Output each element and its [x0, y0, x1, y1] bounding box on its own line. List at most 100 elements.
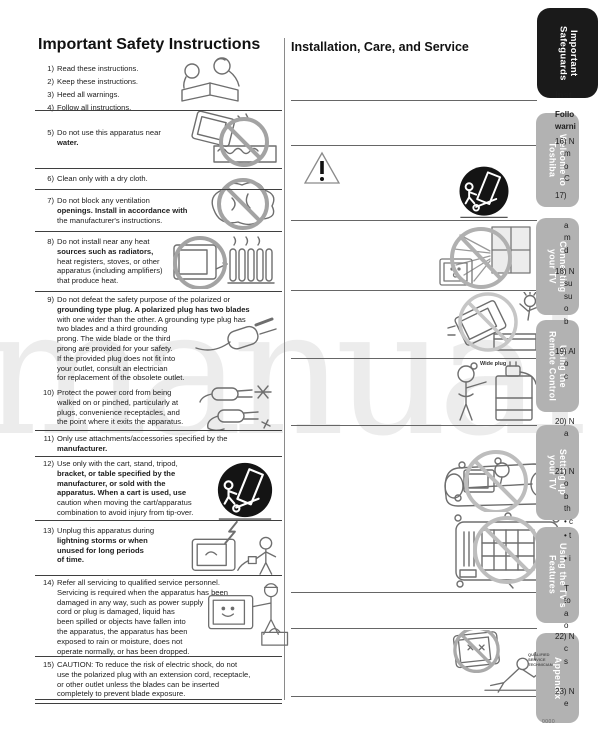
item-number: 10): [43, 388, 54, 397]
safety-item: 15)CAUTION: To reduce the risk of electr…: [38, 660, 250, 699]
safety-item: 4)Follow all instructions.: [38, 103, 131, 113]
no-heat-sources-illustration: [170, 233, 280, 289]
polarized-plug-illustration: [192, 312, 280, 358]
safety-item: 3)Heed all warnings.: [38, 90, 119, 100]
tab-label: Welcome to: [558, 133, 568, 187]
reading-instructions-illustration: [162, 56, 262, 108]
section-divider: [291, 425, 537, 426]
section-divider: [291, 592, 537, 593]
lightning-storm-illustration: [182, 520, 282, 578]
tv-falling-illustration: [438, 292, 542, 354]
section-divider: [291, 145, 537, 146]
item-number: 14): [43, 578, 54, 587]
cutoff-fragment: • t: [564, 531, 572, 540]
page-title-right: Installation, Care, and Service: [291, 40, 469, 54]
warning-triangle-icon: [302, 150, 342, 186]
cutoff-fragment: Inst: [555, 90, 572, 101]
tab-label: Setting up: [558, 449, 568, 496]
section-divider: [291, 628, 537, 629]
watermark: manual: [0, 272, 588, 475]
tab-label: Using the: [558, 344, 568, 388]
no-tv-in-sofa-illustration: [436, 440, 556, 512]
page-title-left: Important Safety Instructions: [38, 36, 261, 53]
tab-label: Connecting: [558, 240, 568, 293]
safety-item: 1)Read these instructions.: [38, 64, 138, 74]
cart-tipover-warning-icon: [456, 164, 512, 220]
tab-label: Features: [547, 555, 558, 595]
qualified-service-technician-caption: QUALIFIED SERVICE TECHNICIAN: [528, 652, 553, 667]
cutoff-fragment: 17): [555, 191, 567, 200]
section-divider: [35, 456, 282, 457]
tab-appendix: Appendix: [536, 633, 579, 723]
tab-label: Remote Control: [547, 330, 558, 402]
item-number: 6): [47, 174, 54, 183]
safety-item: 9)Do not defeat the safety purpose of th…: [38, 295, 249, 383]
tab-label: Using the TV's: [558, 542, 568, 608]
wide-plug-outlet-illustration: [446, 360, 538, 424]
tab-label: Important: [568, 29, 579, 77]
section-divider: [291, 696, 537, 697]
section-divider: [35, 520, 282, 521]
section-divider: [35, 430, 282, 431]
section-divider: [291, 100, 537, 101]
item-number: 5): [47, 128, 54, 137]
item-number: 3): [47, 90, 54, 99]
section-divider: [35, 291, 282, 292]
tab-label: your TV: [547, 249, 558, 284]
section-divider: [291, 358, 537, 359]
cutoff-fragment: • i: [564, 554, 571, 563]
section-divider: [35, 656, 282, 657]
safety-item: 11)Only use attachments/accessories spec…: [38, 434, 228, 454]
item-number: 15): [43, 660, 54, 669]
item-number: 9): [47, 295, 54, 304]
section-divider: [35, 168, 282, 169]
item-number: 1): [47, 64, 54, 73]
item-number: 2): [47, 77, 54, 86]
item-number: 8): [47, 237, 54, 246]
safety-item: 12)Use only with the cart, stand, tripod…: [38, 459, 193, 518]
service-technician-illustration: [444, 630, 558, 694]
wide-plug-label: Wide plug: [480, 361, 507, 367]
section-divider: [35, 231, 282, 232]
section-divider: [35, 110, 282, 111]
section-divider: [291, 290, 537, 291]
safety-item: 2)Keep these instructions.: [38, 77, 138, 87]
item-number: 12): [43, 459, 54, 468]
item-number: 11): [43, 434, 54, 443]
safety-item: 14)Refer all servicing to qualified serv…: [38, 578, 228, 656]
tab-label: your TV: [547, 455, 558, 490]
tab-label: Toshiba: [547, 142, 558, 178]
qualified-service-illustration: [205, 580, 293, 648]
item-number: 7): [47, 196, 54, 205]
section-divider: [35, 575, 282, 576]
item-number: 4): [47, 103, 54, 112]
cart-tipover-warning-icon: [214, 460, 276, 522]
item-number: 13): [43, 526, 54, 535]
footer-code: 0000: [542, 719, 556, 725]
tab-label: Appendix: [552, 656, 563, 700]
column-divider: [284, 38, 285, 700]
no-covered-ventilation-illustration: [204, 178, 282, 232]
section-divider: [35, 189, 282, 190]
section-divider-double: [35, 699, 282, 704]
